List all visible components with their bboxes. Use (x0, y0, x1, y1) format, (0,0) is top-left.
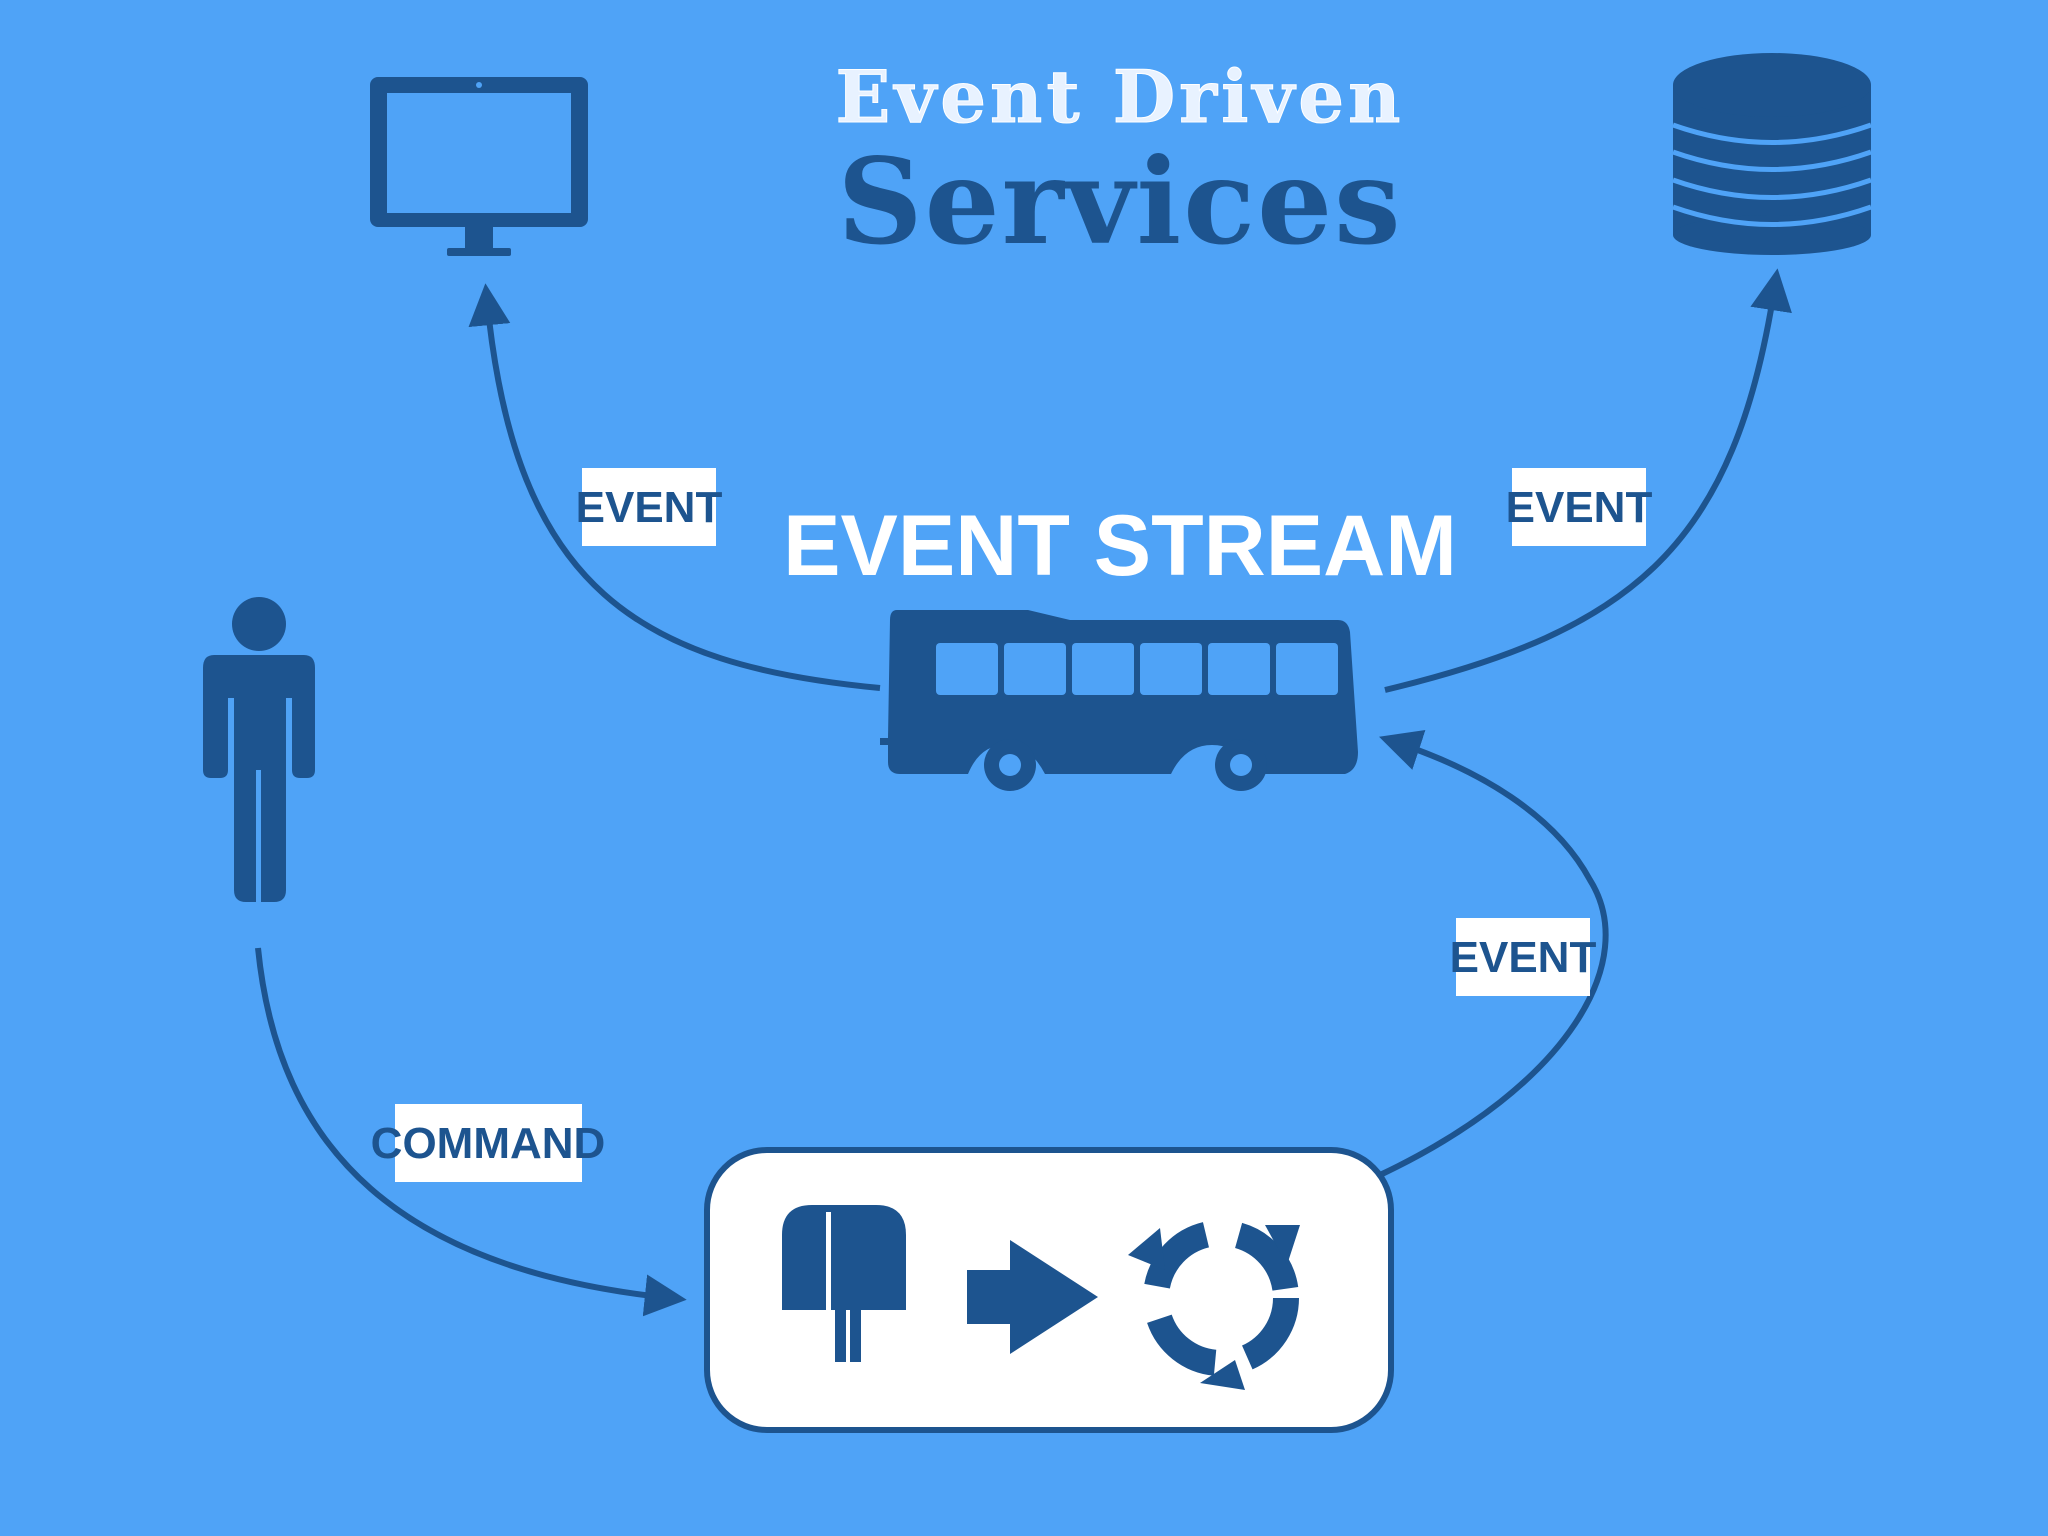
edge-label-monitor-text: EVENT (576, 483, 723, 532)
edge-stream-to-database (1384, 268, 1792, 693)
database-icon (1672, 53, 1872, 255)
bus-icon (880, 610, 1358, 791)
monitor-icon (370, 77, 588, 256)
edge-label-database-text: EVENT (1506, 483, 1653, 532)
person-icon (203, 597, 315, 902)
cycle-icon (1128, 1220, 1300, 1390)
edge-user-to-service (255, 947, 687, 1317)
edge-stream-to-monitor (468, 283, 881, 691)
edge-service-to-stream (1378, 729, 1609, 1178)
edge-label-service-text: EVENT (1450, 933, 1597, 982)
edge-label-database: EVENT (1506, 468, 1653, 546)
arrow-right-icon (967, 1240, 1098, 1354)
mailbox-icon (782, 1205, 906, 1362)
edge-label-monitor: EVENT (576, 468, 723, 546)
edge-label-service: EVENT (1450, 918, 1597, 996)
title-line2: Services (837, 132, 1402, 271)
title-line1: Event Driven (836, 54, 1405, 139)
edge-label-command-text: COMMAND (371, 1119, 606, 1168)
event-stream-label: EVENT STREAM (783, 498, 1457, 594)
edge-label-command: COMMAND (371, 1104, 606, 1182)
